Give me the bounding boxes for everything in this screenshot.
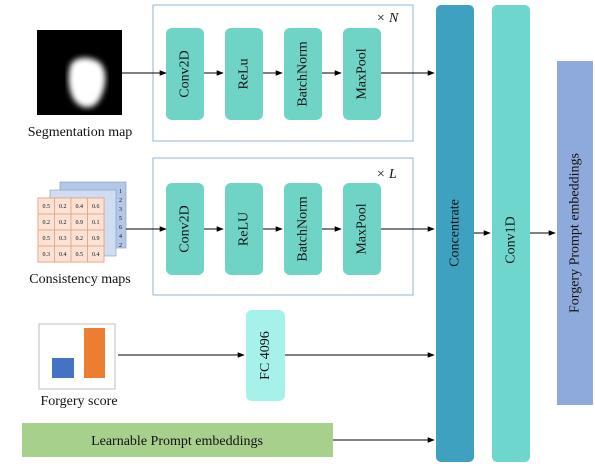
concat-block — [436, 5, 474, 462]
consistency-maps: 1 2 3 5 6 4 2 0.5 0.2 0.4 0.6 0.2 0.2 0.9 0.1 0.5 0.3 0.… — [37, 181, 127, 263]
back-matrix-value: 4 — [119, 234, 122, 240]
mid-batchnorm-label: BatchNorm — [296, 196, 311, 261]
segmentation-map — [37, 30, 122, 115]
mid-relu-block — [225, 183, 263, 275]
top-branch-repeat: × N — [376, 11, 399, 26]
back-matrix-value: 2 — [119, 198, 122, 204]
matrix-cell — [87, 245, 105, 263]
fc-block — [246, 310, 285, 401]
conv1d-block — [492, 5, 530, 462]
learnable-embeddings-box — [22, 423, 333, 457]
middle-branch-repeat: × L — [376, 167, 397, 182]
middle-branch-frame — [152, 157, 414, 296]
top-conv2d-label: Conv2D — [178, 50, 193, 97]
top-relu-block — [225, 28, 263, 120]
back-matrix-value: 6 — [119, 225, 122, 231]
matrix-cell-value: 0.4 — [92, 252, 100, 258]
bar-orange — [84, 328, 105, 378]
forgery-score-label: Forgery score — [40, 394, 117, 409]
matrix-cell-value: 0.4 — [76, 204, 84, 210]
mid-maxpool-block — [343, 183, 381, 275]
mid-maxpool-label: MaxPool — [355, 203, 370, 254]
mid-batchnorm-block — [284, 183, 322, 275]
matrix-cell-value: 0.2 — [43, 220, 51, 226]
top-maxpool-label: MaxPool — [355, 48, 370, 99]
connection-arrows — [118, 70, 556, 443]
learnable-embeddings-label: Learnable Prompt embeddings — [91, 434, 263, 449]
back-matrix-value: 5 — [119, 216, 122, 222]
mid-relu-label: ReLU — [237, 212, 252, 246]
top-relu-label: ReLu — [237, 58, 252, 89]
bar-blue — [52, 358, 74, 378]
matrix-cell-value: 0.5 — [43, 236, 51, 242]
matrix-cell-value: 0.9 — [76, 220, 84, 226]
matrix-cell-value: 0.6 — [92, 204, 100, 210]
matrix-cell-value: 0.1 — [92, 220, 100, 226]
segmentation-map-label: Segmentation map — [28, 125, 133, 140]
back-matrix-value: 1 — [119, 189, 122, 195]
output-embeddings-block — [557, 61, 593, 405]
matrix-cell-value: 0.2 — [76, 236, 84, 242]
mid-conv2d-label: Conv2D — [178, 205, 193, 252]
matrix-cell-value: 0.9 — [92, 236, 100, 242]
concat-label: Concentrate — [448, 199, 463, 267]
consistency-maps-label: Consistency maps — [29, 272, 131, 287]
matrix-cell-value: 0.5 — [43, 204, 51, 210]
fc-label: FC 4096 — [258, 331, 273, 380]
mid-conv2d-block — [166, 183, 204, 275]
top-batchnorm-block — [284, 28, 322, 120]
matrix-cell-value: 0.2 — [59, 204, 67, 210]
matrix-cell-value: 0.2 — [59, 220, 67, 226]
back-matrix-value: 3 — [119, 207, 122, 213]
matrix-cell-value: 0.3 — [43, 252, 51, 258]
matrix-cell-value: 0.3 — [59, 236, 67, 242]
matrix-cell-value: 0.4 — [59, 252, 67, 258]
forgery-score-chart — [38, 323, 116, 390]
output-embeddings-label: Forgery Prompt embeddings — [568, 153, 583, 313]
conv1d-label: Conv1D — [504, 216, 519, 263]
top-batchnorm-label: BatchNorm — [296, 41, 311, 106]
top-conv2d-block — [166, 28, 204, 120]
back-matrix-value: 2 — [119, 243, 122, 249]
matrix-cell-value: 0.5 — [76, 252, 84, 258]
top-maxpool-block — [343, 28, 381, 120]
